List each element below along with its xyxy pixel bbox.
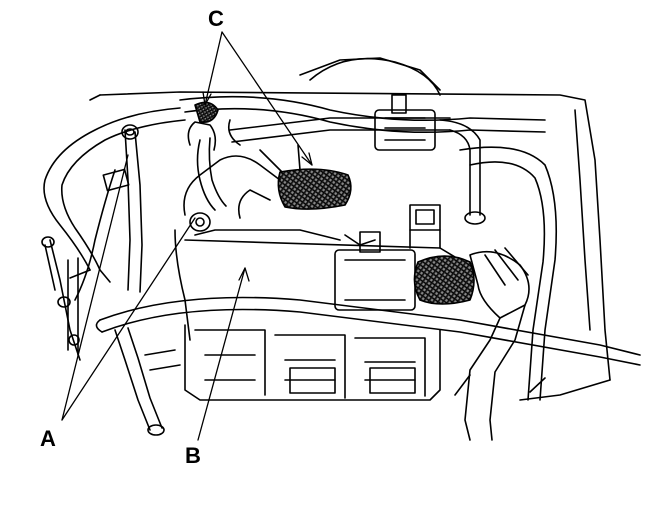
leader-line-b: [197, 267, 250, 441]
intake-manifold: [174, 121, 461, 341]
leader-lines-c: [202, 31, 313, 166]
hose-c-left: [194, 101, 219, 124]
purge-valve: [374, 94, 486, 225]
right-lower-hoses: [454, 146, 557, 401]
leader-lines-a: [61, 154, 196, 421]
callout-c: C: [208, 6, 224, 31]
callout-a: A: [40, 426, 56, 451]
lower-support-rod: [95, 296, 641, 366]
cylinder-block: [184, 324, 441, 401]
upper-vacuum-hoses: [179, 95, 546, 146]
right-intake-hose: [413, 247, 530, 441]
engine-bay-frame: [89, 57, 611, 401]
fuel-lines-left: [41, 124, 143, 361]
hose-c-center: [259, 144, 352, 210]
lower-left-bracket: [114, 327, 181, 436]
callout-b: B: [185, 443, 201, 468]
left-radiator-hose: [43, 107, 186, 283]
